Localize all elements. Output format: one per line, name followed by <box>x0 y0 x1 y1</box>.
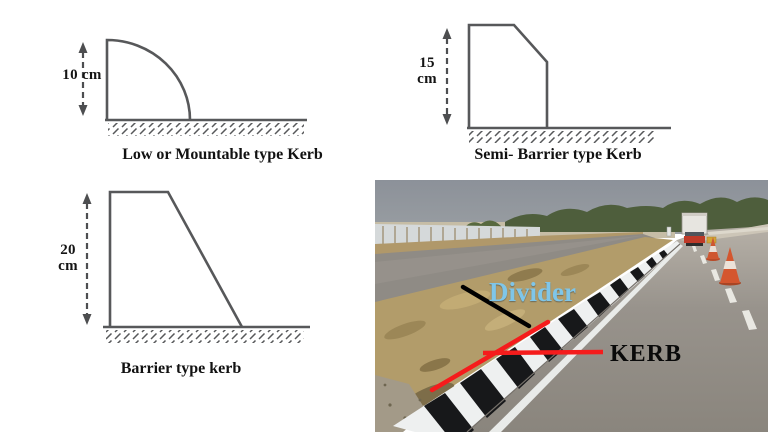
kerb-profile-quarter-round <box>105 38 192 121</box>
low-kerb-diagram <box>78 38 307 136</box>
road-edge-line <box>489 244 683 432</box>
height-arrow <box>82 193 92 325</box>
road-divider-photo: Divider KERB <box>375 180 768 432</box>
left-road-sheen <box>375 235 643 284</box>
dimension-text: cm <box>417 71 437 87</box>
caption-semi-barrier: Semi- Barrier type Kerb <box>474 146 642 163</box>
divider-pointer-line <box>460 284 532 329</box>
height-arrow <box>442 28 452 125</box>
photo-scene <box>375 180 768 432</box>
right-road <box>449 226 768 432</box>
dimension-label-10cm: 10 cm <box>56 67 108 83</box>
ground-hatching <box>469 131 655 143</box>
marker-post <box>666 226 672 237</box>
kerb-shadow-line <box>466 243 681 432</box>
dimension-text: 10 cm <box>62 67 102 83</box>
divider-label: Divider <box>489 277 576 307</box>
height-arrow <box>78 42 88 116</box>
barrier-diagram <box>82 190 310 343</box>
truck <box>681 212 717 246</box>
lane-dashes <box>692 245 757 330</box>
road-edge-far-line <box>707 227 768 235</box>
kerb-profile-barrier <box>108 190 244 328</box>
semi-barrier-diagram <box>442 23 671 143</box>
dimension-text: cm <box>58 258 78 274</box>
dimension-text: 15 <box>419 55 435 71</box>
dimension-text: 20 <box>60 242 76 258</box>
kerb-pointer-horizontal <box>482 349 604 356</box>
caption-low-kerb: Low or Mountable type Kerb <box>122 146 323 163</box>
road-sign <box>706 236 717 244</box>
traffic-cones <box>706 237 741 286</box>
kerb-profile-semi-barrier <box>467 23 549 128</box>
kerb-pointer-diagonal <box>429 319 551 393</box>
kerb-label: KERB <box>610 341 683 367</box>
dimension-label-15cm: 15 cm <box>408 55 446 87</box>
ground-hatching <box>108 123 304 136</box>
ground-hatching <box>106 330 304 343</box>
dimension-label-20cm: 20 cm <box>50 242 86 274</box>
caption-barrier: Barrier type kerb <box>120 360 242 377</box>
